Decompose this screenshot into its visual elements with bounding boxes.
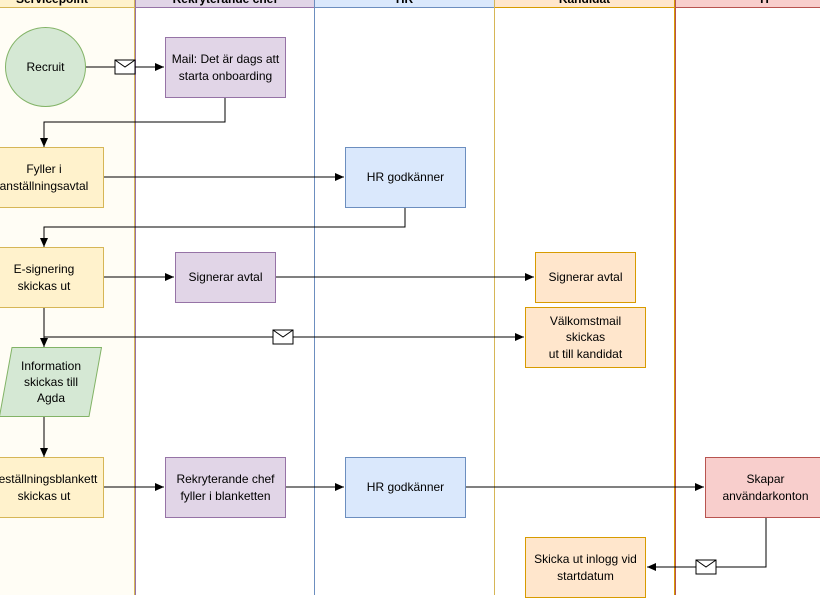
node-skicka-inlogg[interactable]: Skicka ut inlogg vid startdatum: [525, 537, 646, 598]
node-information-agda-label: Information skickas till Agda: [20, 358, 82, 406]
lane-header-kandidat: Kandidat: [495, 0, 674, 8]
lane-header-rekryterande-chef: Rekryterande chef: [136, 0, 314, 8]
node-chef-fyller-blanketten[interactable]: Rekryterande chef fyller i blanketten: [165, 457, 286, 518]
node-e-signering[interactable]: E-signering skickas ut: [0, 247, 104, 308]
envelope-icon: [695, 559, 717, 575]
lane-header-hr: HR: [315, 0, 494, 8]
node-signerar-avtal-kandidat[interactable]: Signerar avtal: [535, 252, 636, 303]
node-hr-godkanner-1[interactable]: HR godkänner: [345, 147, 466, 208]
node-bestallningsblankett[interactable]: Beställningsblankett skickas ut: [0, 457, 104, 518]
edge-mail-to-fyller: [40, 97, 226, 147]
lane-rekryterande-chef: Rekryterande chef: [135, 0, 315, 595]
lane-hr: HR: [315, 0, 495, 595]
lane-it: IT: [675, 0, 820, 595]
node-skapar-anvandarkonton[interactable]: Skapar användarkonton: [705, 457, 820, 518]
envelope-icon: [114, 59, 136, 75]
edge-hr1-to-esign: [40, 207, 406, 247]
lane-header-it: IT: [676, 0, 820, 8]
node-hr-godkanner-2[interactable]: HR godkänner: [345, 457, 466, 518]
start-node-recruit[interactable]: Recruit: [5, 27, 86, 107]
node-information-agda[interactable]: Information skickas till Agda: [0, 347, 102, 417]
node-mail-onboarding[interactable]: Mail: Det är dags att starta onboarding: [165, 37, 286, 98]
parallelogram-shape: [0, 347, 102, 417]
envelope-icon: [272, 329, 294, 345]
node-fyller-anstallningsavtal[interactable]: Fyller i anställningsavtal: [0, 147, 104, 208]
lane-kandidat: Kandidat: [495, 0, 675, 595]
node-valkomstmail[interactable]: Välkomstmail skickas ut till kandidat: [525, 307, 646, 368]
node-signerar-avtal-chef[interactable]: Signerar avtal: [175, 252, 276, 303]
edge-it-to-inlogg: [647, 517, 767, 571]
lane-header-servicepoint: Servicepoint: [0, 0, 134, 8]
